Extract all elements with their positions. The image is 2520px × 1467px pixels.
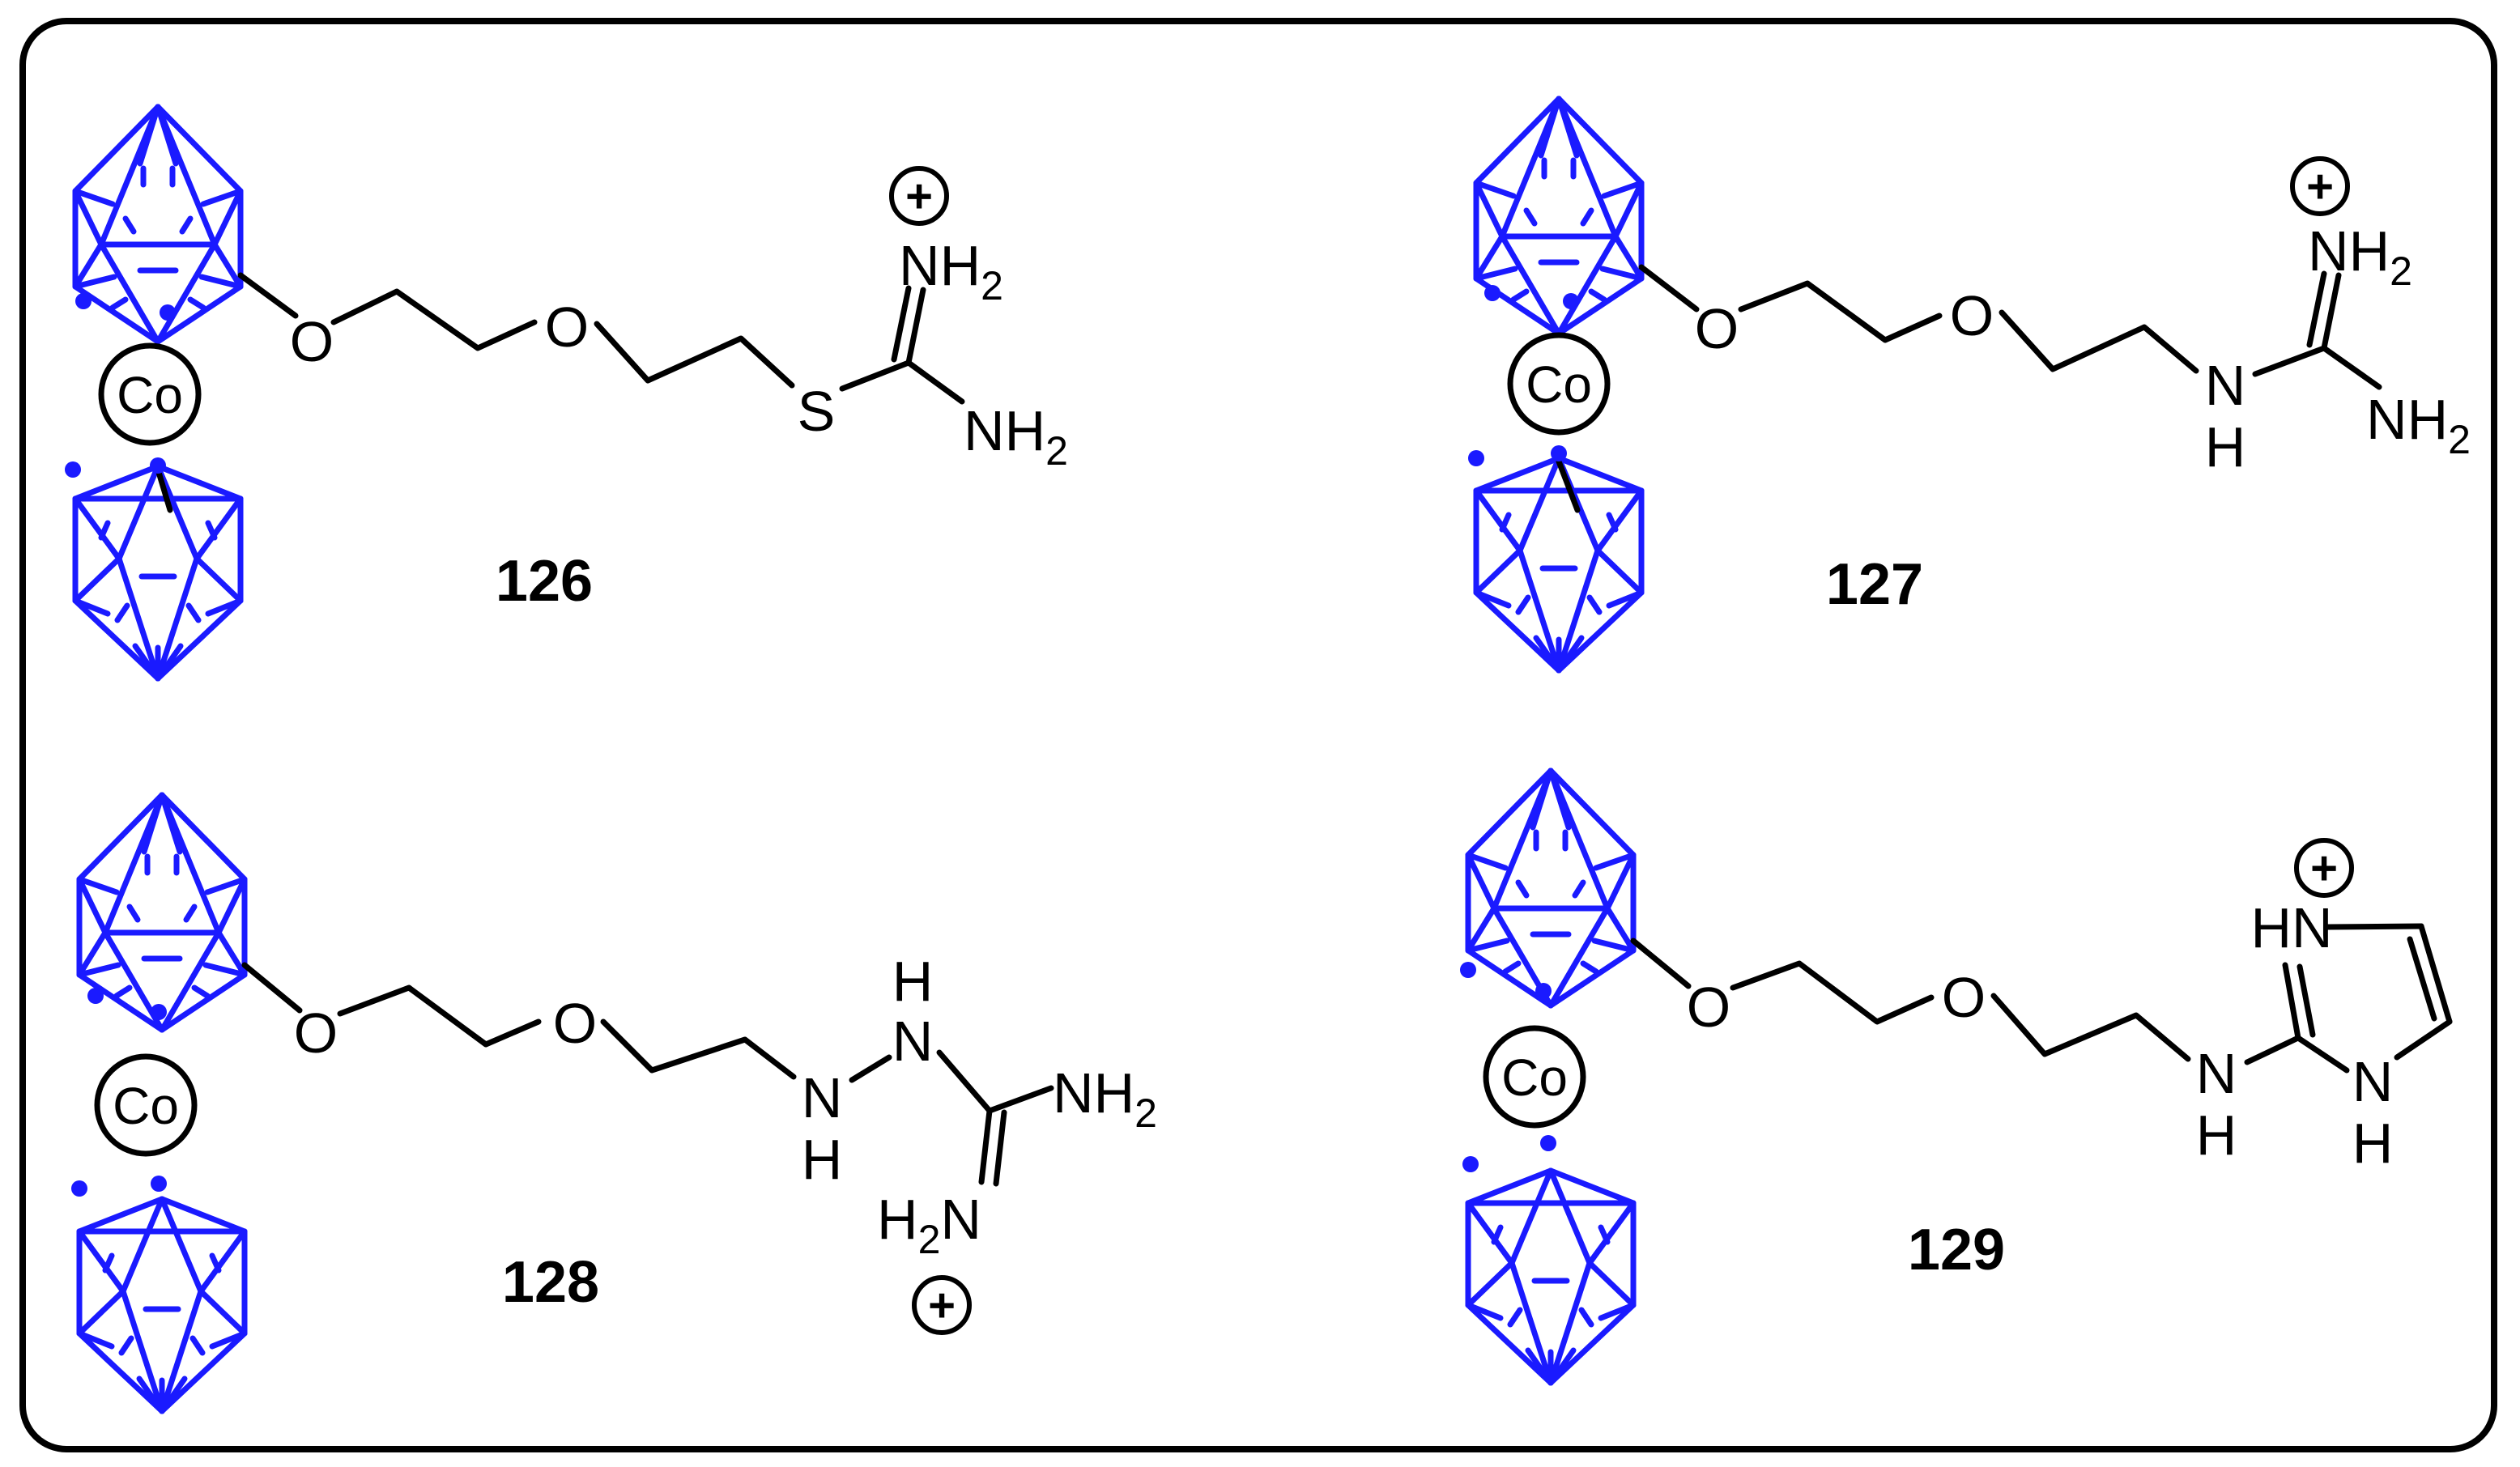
cobalt-circle bbox=[98, 342, 202, 446]
carbon-dot bbox=[151, 1176, 167, 1192]
ether-oxygen: O bbox=[1695, 297, 1739, 360]
carbon-dot bbox=[75, 293, 92, 309]
nh2-group: NH2 bbox=[1053, 1061, 1157, 1136]
carbon-dot bbox=[65, 461, 81, 478]
compound-number: 129 bbox=[1908, 1218, 2005, 1282]
positive-charge-circle bbox=[912, 1275, 972, 1335]
carbon-dot bbox=[151, 1004, 167, 1020]
hydrazine-nh-h: H bbox=[892, 950, 934, 1013]
cobalt-circle bbox=[1483, 1025, 1586, 1129]
carbon-dot bbox=[1535, 983, 1552, 999]
upper-carborane-cage bbox=[79, 795, 245, 1030]
outer-frame bbox=[19, 18, 2497, 1452]
nh-linker-h: H bbox=[2196, 1103, 2237, 1167]
carbon-dot bbox=[1551, 445, 1567, 461]
nh-linker: N bbox=[2196, 1042, 2237, 1105]
positive-charge-sign: + bbox=[2306, 160, 2334, 213]
positive-charge-circle bbox=[889, 166, 949, 226]
positive-charge-sign: + bbox=[905, 170, 933, 223]
cobalt-label: Co bbox=[1526, 355, 1592, 414]
hydrazine-nh: N bbox=[802, 1066, 843, 1129]
nh-linker-h: H bbox=[2205, 415, 2246, 478]
ether-oxygen: O bbox=[545, 296, 589, 359]
carbon-dot bbox=[1484, 285, 1501, 301]
compound-number: 126 bbox=[496, 549, 593, 614]
upper-carborane-cage bbox=[75, 107, 241, 342]
ether-oxygen: O bbox=[1942, 966, 1986, 1029]
compound-127: Co O O N H NH2 NH2 + 127 bbox=[1468, 99, 2471, 670]
carbon-dot bbox=[87, 988, 104, 1004]
h2n-group: H2N bbox=[877, 1188, 981, 1262]
compound-126: Co O O S NH2 NH2 + 126 bbox=[65, 107, 1068, 678]
nh2-group: NH2 bbox=[2308, 219, 2412, 294]
compound-number: 128 bbox=[502, 1250, 599, 1315]
nh2-group: NH2 bbox=[964, 399, 1068, 474]
sulfur-atom: S bbox=[798, 380, 836, 443]
carbon-dot bbox=[150, 457, 166, 474]
compound-129: Co O O N H HN N H + 129 bbox=[1460, 771, 2453, 1383]
lower-carborane-cage bbox=[1476, 458, 1641, 670]
cobalt-label: Co bbox=[117, 366, 183, 424]
carbon-dot bbox=[1462, 1156, 1479, 1172]
lower-carborane-cage bbox=[1468, 1171, 1633, 1383]
cobalt-label: Co bbox=[1501, 1048, 1568, 1107]
carbon-dot bbox=[1540, 1135, 1556, 1151]
cobalt-circle bbox=[94, 1053, 198, 1157]
nh-linker: N bbox=[2205, 354, 2246, 417]
carbon-dot bbox=[1468, 450, 1484, 466]
lower-carborane-cage bbox=[75, 466, 241, 678]
hydrazine-nh: N bbox=[892, 1010, 934, 1073]
cobalt-label: Co bbox=[113, 1077, 179, 1135]
nh2-group: NH2 bbox=[2366, 388, 2471, 462]
ether-oxygen: O bbox=[1950, 284, 1994, 347]
lower-carborane-cage bbox=[79, 1199, 245, 1411]
upper-carborane-cage bbox=[1468, 771, 1633, 1006]
ring-nh: N bbox=[2352, 1050, 2394, 1113]
upper-carborane-cage bbox=[1476, 99, 1641, 334]
positive-charge-circle bbox=[2294, 838, 2354, 898]
carbon-dot bbox=[71, 1180, 87, 1197]
nh2-group: NH2 bbox=[899, 234, 1003, 308]
ether-oxygen: O bbox=[553, 992, 597, 1055]
compound-128: Co O O N H N H NH2 H2N + 128 bbox=[71, 795, 1157, 1411]
carbon-dot bbox=[1563, 293, 1579, 309]
cobalt-circle bbox=[1507, 332, 1611, 436]
carbon-dot bbox=[160, 304, 176, 321]
hydrazine-nh-h: H bbox=[802, 1128, 843, 1191]
positive-charge-circle bbox=[2290, 156, 2350, 216]
positive-charge-sign: + bbox=[928, 1279, 956, 1332]
compound-number: 127 bbox=[1826, 552, 1923, 617]
positive-charge-sign: + bbox=[2310, 842, 2338, 895]
carbon-dot bbox=[1460, 962, 1476, 978]
ring-hn: HN bbox=[2250, 896, 2332, 959]
ring-nh-h: H bbox=[2352, 1112, 2394, 1175]
ether-oxygen: O bbox=[1687, 976, 1730, 1039]
ether-oxygen: O bbox=[290, 310, 334, 373]
ether-oxygen: O bbox=[294, 1001, 338, 1065]
